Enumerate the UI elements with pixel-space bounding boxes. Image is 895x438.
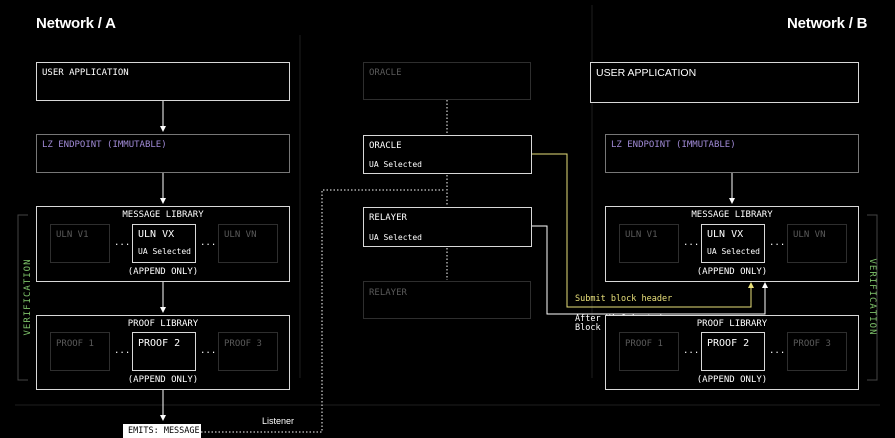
lz-endpoint-a[interactable]: LZ ENDPOINT (IMMUTABLE) (36, 134, 290, 173)
lz-endpoint-b-label: LZ ENDPOINT (IMMUTABLE) (611, 140, 736, 150)
proof-3-b[interactable]: PROOF 3 (787, 332, 847, 371)
relayer-box[interactable]: RELAYER UA Selected (363, 207, 532, 247)
uln-vx-a-label: ULN VX (138, 229, 175, 240)
proof-2-b[interactable]: PROOF 2 (701, 332, 765, 371)
uln-vx-a[interactable]: ULN VX UA Selected (132, 224, 196, 263)
uln-v1-b[interactable]: ULN V1 (619, 224, 679, 263)
user-application-a-label: USER APPLICATION (42, 68, 129, 78)
message-library-b-append: (APPEND ONLY) (696, 267, 768, 277)
user-application-b[interactable]: USER APPLICATION (590, 62, 859, 103)
submit-block-header-label: Submit block header (575, 294, 673, 304)
proof-library-a-append: (APPEND ONLY) (127, 375, 199, 385)
uln-vx-b-label: ULN VX (707, 229, 744, 240)
emits-message-label: EMITS: MESSAGE (128, 426, 200, 436)
uln-vn-a[interactable]: ULN VN (218, 224, 278, 263)
user-application-b-label: USER APPLICATION (596, 67, 697, 79)
uln-vx-b-ua-selected: UA Selected (707, 247, 760, 256)
ellipsis: ..... (114, 346, 142, 356)
proof-library-b-append: (APPEND ONLY) (696, 375, 768, 385)
message-library-a-title: MESSAGE LIBRARY (122, 210, 204, 220)
lz-endpoint-b[interactable]: LZ ENDPOINT (IMMUTABLE) (605, 134, 859, 173)
proof-library-a-title: PROOF LIBRARY (127, 319, 199, 329)
oracle-box[interactable]: ORACLE UA Selected (363, 135, 532, 174)
proof-1-a[interactable]: PROOF 1 (50, 332, 110, 371)
uln-v1-a-label: ULN V1 (56, 230, 89, 240)
listener-label: Listener (262, 416, 295, 426)
ellipsis: ..... (683, 238, 711, 248)
proof-library-a[interactable]: PROOF LIBRARY PROOF 1 ..... PROOF 2 ....… (36, 315, 290, 390)
verification-label-a: VERIFICATION (23, 258, 33, 336)
proof-2-a[interactable]: PROOF 2 (132, 332, 196, 371)
oracle-label: ORACLE (369, 141, 402, 151)
proof-1-b[interactable]: PROOF 1 (619, 332, 679, 371)
proof-3-a[interactable]: PROOF 3 (218, 332, 278, 371)
uln-vn-b[interactable]: ULN VN (787, 224, 847, 263)
network-b-title: Network / B (787, 15, 868, 32)
relayer-ua-selected: UA Selected (369, 233, 422, 242)
oracle-dim-label: ORACLE (369, 68, 402, 78)
uln-vx-b[interactable]: ULN VX UA Selected (701, 224, 765, 263)
verification-label-b: VERIFICATION (867, 258, 877, 336)
message-library-b-title: MESSAGE LIBRARY (691, 210, 773, 220)
uln-vn-a-label: ULN VN (224, 230, 257, 240)
proof-1-a-label: PROOF 1 (56, 339, 94, 349)
message-library-a[interactable]: MESSAGE LIBRARY ULN V1 ..... ULN VX UA S… (36, 206, 290, 282)
relayer-dim-label: RELAYER (369, 288, 407, 298)
ellipsis: ..... (769, 238, 797, 248)
ellipsis: ..... (114, 238, 142, 248)
proof-2-a-label: PROOF 2 (138, 338, 181, 349)
uln-vn-b-label: ULN VN (793, 230, 826, 240)
message-library-b[interactable]: MESSAGE LIBRARY ULN V1 ..... ULN VX UA S… (605, 206, 859, 282)
uln-v1-b-label: ULN V1 (625, 230, 658, 240)
proof-library-b[interactable]: PROOF LIBRARY PROOF 1 ..... PROOF 2 ....… (605, 315, 859, 390)
network-a-title: Network / A (36, 15, 116, 32)
relayer-dim-box: RELAYER (363, 281, 531, 319)
oracle-dim-box: ORACLE (363, 62, 531, 100)
uln-v1-a[interactable]: ULN V1 (50, 224, 110, 263)
user-application-a[interactable]: USER APPLICATION (36, 62, 290, 101)
proof-1-b-label: PROOF 1 (625, 339, 663, 349)
proof-library-b-title: PROOF LIBRARY (696, 319, 768, 329)
uln-vx-a-ua-selected: UA Selected (138, 247, 191, 256)
ellipsis: ..... (683, 346, 711, 356)
proof-2-b-label: PROOF 2 (707, 338, 750, 349)
ellipsis: ..... (200, 346, 228, 356)
ellipsis: ..... (769, 346, 797, 356)
message-library-a-append: (APPEND ONLY) (127, 267, 199, 277)
proof-3-a-label: PROOF 3 (224, 339, 262, 349)
proof-3-b-label: PROOF 3 (793, 339, 831, 349)
oracle-ua-selected: UA Selected (369, 160, 422, 169)
emits-message-badge: EMITS: MESSAGE (123, 424, 201, 438)
ellipsis: ..... (200, 238, 228, 248)
lz-endpoint-a-label: LZ ENDPOINT (IMMUTABLE) (42, 140, 167, 150)
relayer-label: RELAYER (369, 213, 407, 223)
